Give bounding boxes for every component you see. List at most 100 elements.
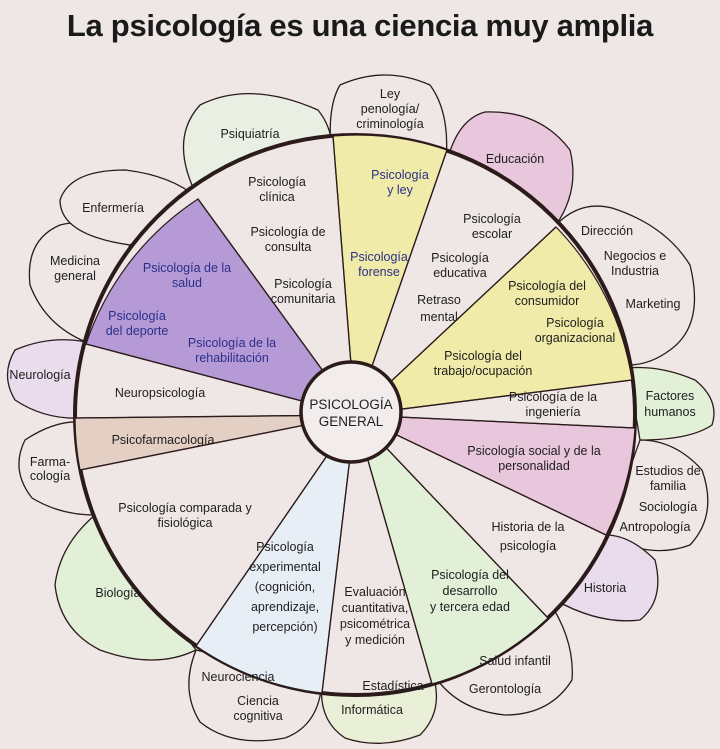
- label-retraso: Retraso mental: [417, 293, 461, 324]
- label-clinica-line-1: Psicología: [248, 175, 306, 189]
- petal-neurologia: [6, 339, 87, 419]
- label-forense-line-1: Psicología: [350, 250, 408, 264]
- label-neuropsicologia-line-1: Neuropsicología: [115, 386, 205, 400]
- region-yellow-trabajo: [353, 226, 633, 416]
- label-organizacional-line-1: Psicología: [546, 316, 604, 330]
- label-deporte-line-2: del deporte: [106, 324, 169, 338]
- center-circle: [299, 360, 403, 464]
- label-informatica: Informática: [341, 703, 403, 717]
- label-rehabilitacion-line-1: Psicología de la: [188, 336, 276, 350]
- petal-factores: [627, 366, 715, 441]
- label-enfermeria-line-1: Enfermería: [82, 201, 144, 215]
- label-direccion-line-1: Dirección: [581, 224, 633, 238]
- label-sociologia: Sociología: [639, 500, 697, 514]
- label-medicina-line-1: Medicina: [50, 254, 100, 268]
- label-neurociencia-line-1: Neurociencia: [202, 670, 275, 684]
- label-estadistica: Estadística: [362, 679, 423, 693]
- label-psiquiatria: Psiquiatría: [220, 127, 279, 141]
- label-evaluacion-line-2: cuantitativa,: [342, 601, 409, 615]
- label-salud-infantil: Salud infantil: [479, 654, 551, 668]
- label-comparada-line-1: Psicología comparada y: [118, 501, 252, 515]
- region-purple: [85, 198, 357, 417]
- label-farmacologia-line-2: cología: [30, 469, 70, 483]
- petal-educacion: [444, 111, 574, 226]
- label-estudios-line-1: Estudios de: [635, 464, 700, 478]
- label-historia-line-1: Historia: [584, 581, 626, 595]
- label-educacion: Educación: [486, 152, 544, 166]
- label-farmacologia: Farma-cología: [30, 455, 70, 483]
- label-experimental-line-3: (cognición,: [255, 580, 315, 594]
- label-ingenieria-line-2: ingeniería: [526, 405, 581, 419]
- label-clinica-line-2: clínica: [259, 190, 294, 204]
- label-antropologia: Antropología: [620, 520, 691, 534]
- label-direccion: Dirección: [581, 224, 633, 238]
- label-comunitaria-line-1: Psicología: [274, 277, 332, 291]
- label-gerontologia: Gerontología: [469, 682, 541, 696]
- center-label-line-2: GENERAL: [319, 414, 384, 429]
- label-retraso-line-2: mental: [420, 310, 458, 324]
- label-experimental-line-5: percepción): [252, 620, 317, 634]
- label-educativa-line-2: educativa: [433, 266, 487, 280]
- petal-direccion: [555, 205, 696, 366]
- label-biologia: Biología: [95, 586, 140, 600]
- label-trabajo-line-1: Psicología del: [444, 349, 522, 363]
- label-salud-infantil-line-1: Salud infantil: [479, 654, 551, 668]
- label-social-line-2: personalidad: [498, 459, 570, 473]
- label-neuropsicologia: Neuropsicología: [115, 386, 205, 400]
- region-green-desarrollo: [354, 414, 549, 685]
- page-title: La psicología es una ciencia muy amplia: [66, 8, 654, 43]
- label-negocios-line-2: Industria: [611, 264, 659, 278]
- label-ciencia-cognitiva-line-2: cognitiva: [233, 709, 282, 723]
- region-blue-experimental: [195, 414, 356, 694]
- label-forense-line-2: forense: [358, 265, 400, 279]
- label-medicina-line-2: general: [54, 269, 96, 283]
- label-marketing: Marketing: [626, 297, 681, 311]
- label-comunitaria-line-2: comunitaria: [271, 292, 336, 306]
- label-social-line-1: Psicología social y de la: [467, 444, 600, 458]
- label-ley-line-2: penología/: [361, 102, 420, 116]
- label-neurociencia: Neurociencia: [202, 670, 275, 684]
- label-desarrollo-line-2: desarrollo: [443, 584, 498, 598]
- label-factores-line-1: Factores: [646, 389, 695, 403]
- label-gerontologia-line-1: Gerontología: [469, 682, 541, 696]
- label-historia-psicologia-line-1: Historia de la: [492, 520, 565, 534]
- label-retraso-line-1: Retraso: [417, 293, 461, 307]
- label-psiquiatria-line-1: Psiquiatría: [220, 127, 279, 141]
- label-psicofarmacologia-line-1: Psicofarmacología: [112, 433, 215, 447]
- label-marketing-line-1: Marketing: [626, 297, 681, 311]
- label-educacion-line-1: Educación: [486, 152, 544, 166]
- label-trabajo-line-2: trabajo/ocupación: [434, 364, 533, 378]
- label-ingenieria-line-1: Psicología de la: [509, 390, 597, 404]
- label-experimental-line-2: experimental: [249, 560, 321, 574]
- label-consulta-line-1: Psicología de: [250, 225, 325, 239]
- region-pink-social: [354, 414, 636, 536]
- label-desarrollo-line-1: Psicología del: [431, 568, 509, 582]
- label-escolar-line-2: escolar: [472, 227, 512, 241]
- label-psicofarmacologia: Psicofarmacología: [112, 433, 215, 447]
- label-negocios-line-1: Negocios e: [604, 249, 667, 263]
- label-experimental-line-4: aprendizaje,: [251, 600, 319, 614]
- label-ley-line-1: Ley: [380, 87, 401, 101]
- label-rehabilitacion-line-2: rehabilitación: [195, 351, 269, 365]
